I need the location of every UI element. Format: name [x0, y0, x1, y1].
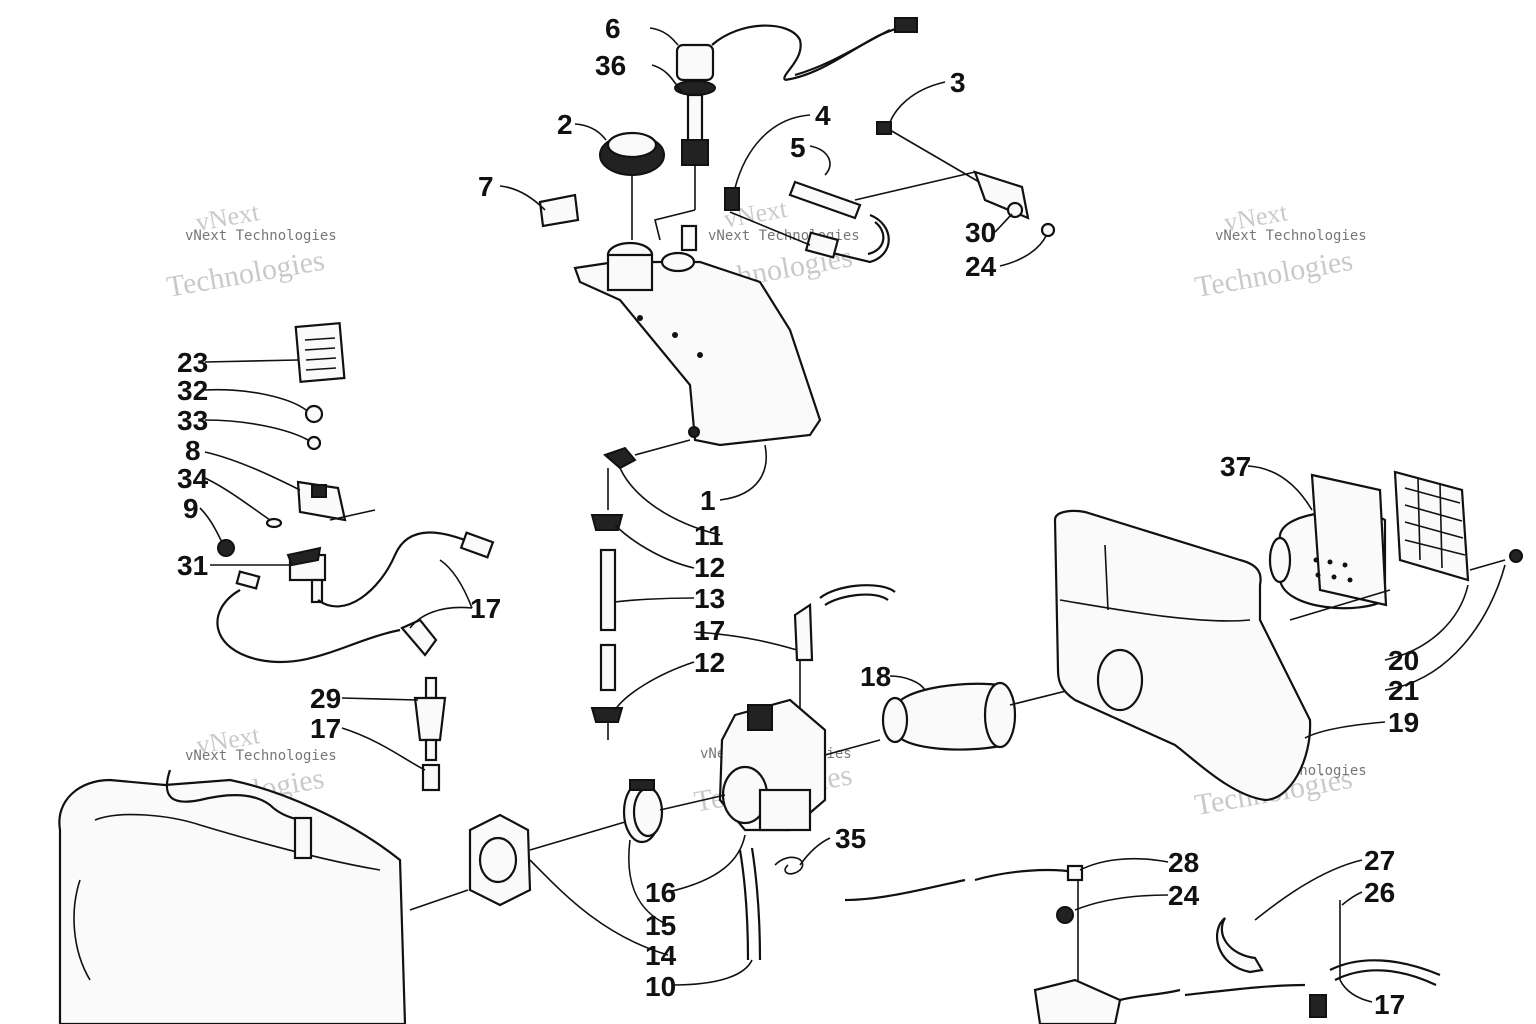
leader-lines — [199, 27, 1506, 1003]
watermark-top-left: vNext Technologies — [164, 197, 327, 304]
callout-37: 37 — [1220, 451, 1251, 482]
callout-12-top: 12 — [694, 552, 725, 583]
fuel-tank — [573, 224, 822, 447]
callout-8: 8 — [185, 435, 201, 466]
clamp-strap — [1216, 900, 1441, 1018]
callout-11: 11 — [694, 520, 724, 551]
watermark-small-top-right: vNext Technologies — [1215, 228, 1367, 244]
callout-20: 20 — [1388, 645, 1419, 676]
fuel-line-center — [590, 439, 691, 740]
pulse-line — [738, 847, 804, 961]
callout-2: 2 — [557, 109, 573, 140]
fuel-filter — [413, 676, 447, 792]
silencer-element — [1268, 470, 1523, 621]
callout-24-bottom: 24 — [1168, 880, 1200, 911]
callout-5: 5 — [790, 132, 806, 163]
callout-30: 30 — [965, 217, 996, 248]
svg-text:Technologies: Technologies — [164, 244, 327, 304]
callout-17-bottom: 17 — [1374, 989, 1405, 1020]
carburetor — [718, 698, 881, 832]
callout-15: 15 — [645, 910, 676, 941]
callout-14: 14 — [645, 940, 677, 971]
fuel-gauge-sender — [654, 17, 918, 241]
callout-3: 3 — [950, 67, 966, 98]
callout-10: 10 — [645, 971, 676, 1002]
watermark-small-bottom-left: vNext Technologies — [185, 748, 337, 764]
svg-text:Technologies: Technologies — [1192, 244, 1355, 304]
clamp — [622, 779, 664, 844]
callout-4: 4 — [815, 100, 831, 131]
callout-28: 28 — [1168, 847, 1199, 878]
callout-24-top: 24 — [965, 251, 997, 282]
callout-18: 18 — [860, 661, 891, 692]
callout-12-bottom: 12 — [694, 647, 725, 678]
gas-cap — [599, 131, 665, 240]
callout-33: 33 — [177, 405, 208, 436]
callout-36: 36 — [595, 50, 626, 81]
callout-19: 19 — [1388, 707, 1419, 738]
fuel-valve-assembly — [217, 321, 376, 604]
callout-labels: 6 36 2 7 4 5 3 30 24 23 32 33 8 34 9 31 … — [177, 13, 1419, 1020]
fuel-line-carb — [793, 584, 896, 735]
callout-29: 29 — [310, 683, 341, 714]
callout-9: 9 — [183, 493, 199, 524]
decal-small — [538, 193, 580, 228]
fuel-pump-area — [844, 864, 1306, 1024]
callout-21: 21 — [1388, 675, 1419, 706]
callout-16: 16 — [645, 877, 676, 908]
callout-32: 32 — [177, 375, 208, 406]
callout-13: 13 — [694, 583, 725, 614]
callout-6: 6 — [605, 13, 621, 44]
callout-17-filter: 17 — [310, 713, 341, 744]
callout-27: 27 — [1364, 845, 1395, 876]
callout-1: 1 — [700, 485, 716, 516]
callout-7: 7 — [478, 171, 494, 202]
callout-31: 31 — [177, 550, 208, 581]
watermark-small-top-left: vNext Technologies — [185, 228, 337, 244]
flange-adaptor — [468, 794, 726, 907]
air-silencer — [1053, 509, 1312, 802]
callout-35: 35 — [835, 823, 866, 854]
callout-23: 23 — [177, 347, 208, 378]
fuel-line-left — [216, 531, 495, 664]
bracket-assembly — [854, 121, 1056, 238]
engine — [58, 769, 469, 1024]
callout-17-left: 17 — [470, 593, 501, 624]
silencer-tube — [881, 679, 1111, 751]
callout-34: 34 — [177, 463, 209, 494]
callout-26: 26 — [1364, 877, 1395, 908]
vent-fitting — [724, 180, 890, 264]
watermark-top-right: vNext Technologies — [1192, 197, 1355, 304]
callout-17-center: 17 — [694, 615, 725, 646]
